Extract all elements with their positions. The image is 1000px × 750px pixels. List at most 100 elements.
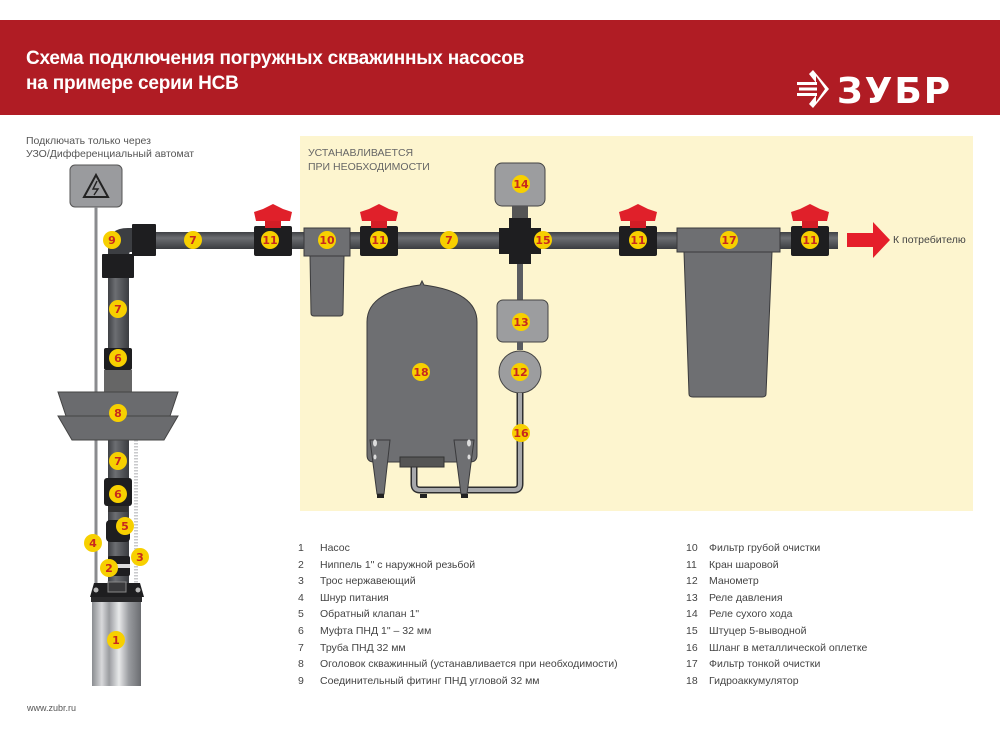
svg-text:6: 6 [114, 352, 122, 365]
legend-item: 4 Шнур питания [298, 590, 618, 607]
optional-equipment-label: УСТАНАВЛИВАЕТСЯ ПРИ НЕОБХОДИМОСТИ [308, 146, 430, 174]
badge-7-vertical-upper: 7 [109, 300, 127, 318]
elbow-coupling-vertical [102, 254, 134, 278]
page-title: Схема подключения погружных скважинных н… [26, 46, 524, 96]
legend-number: 18 [686, 674, 698, 687]
badge-12: 12 [511, 363, 529, 381]
legend-label: Фильтр тонкой очистки [709, 658, 821, 671]
legend-number: 5 [298, 608, 304, 621]
svg-text:10: 10 [319, 234, 335, 247]
legend-item: 7 Труба ПНД 32 мм [298, 640, 618, 657]
legend-number: 10 [686, 542, 698, 554]
hydro-accumulator [366, 279, 478, 498]
svg-text:1: 1 [112, 634, 120, 647]
svg-text:7: 7 [445, 234, 453, 247]
badge-7-vertical-lower: 7 [109, 452, 127, 470]
fine-filter [676, 227, 781, 398]
badge-6-upper: 6 [109, 349, 127, 367]
badge-6-lower: 6 [109, 485, 127, 503]
legend-label: Обратный клапан 1" [320, 608, 420, 621]
elbow-coupling-horizontal [132, 224, 156, 256]
legend-item: 13 Реле давления [686, 590, 867, 607]
legend-number: 3 [298, 575, 304, 588]
svg-text:15: 15 [535, 234, 550, 247]
legend-number: 4 [298, 591, 304, 604]
badge-11-3: 11 [629, 231, 647, 249]
warning-line-1: Подключать только через [26, 135, 151, 147]
badge-7-horizontal-2: 7 [440, 231, 458, 249]
svg-text:2: 2 [105, 562, 113, 575]
svg-text:3: 3 [136, 551, 144, 564]
coupling-lower-thread [108, 506, 128, 512]
legend-item: 17 Фильтр тонкой очистки [686, 656, 867, 673]
legend-number: 11 [686, 558, 697, 571]
legend-number: 12 [686, 575, 698, 588]
badge-13: 13 [512, 313, 530, 331]
website-link[interactable]: www.zubr.ru [27, 703, 77, 713]
badge-11-4: 11 [801, 231, 819, 249]
warning-line-2: УЗО/Дифференциальный автомат [26, 148, 195, 160]
svg-text:7: 7 [114, 455, 122, 468]
legend-label: Труба ПНД 32 мм [320, 641, 406, 654]
high-voltage-warning-icon [82, 172, 110, 198]
legend-label: Шланг в металлической оплетке [709, 641, 868, 654]
badge-8: 8 [109, 404, 127, 422]
svg-text:8: 8 [114, 407, 122, 420]
badge-10: 10 [318, 231, 336, 249]
legend-number: 15 [686, 624, 698, 637]
svg-text:11: 11 [371, 234, 386, 247]
badge-11-1: 11 [261, 231, 279, 249]
svg-text:12: 12 [512, 366, 527, 379]
svg-text:11: 11 [630, 234, 645, 247]
optional-line-2: ПРИ НЕОБХОДИМОСТИ [308, 161, 430, 173]
legend-number: 14 [686, 608, 698, 621]
five-way-fitting [499, 218, 541, 264]
svg-text:14: 14 [513, 178, 529, 191]
legend-label: Соединительный фитинг ПНД угловой 32 мм [320, 674, 540, 687]
legend-label: Шнур питания [320, 591, 389, 604]
svg-text:4: 4 [89, 537, 97, 550]
svg-text:7: 7 [114, 303, 122, 316]
badge-9: 9 [103, 231, 121, 249]
badge-4: 4 [84, 534, 102, 552]
legend-label: Гидроаккумулятор [709, 674, 799, 687]
legend-label: Реле давления [709, 591, 783, 604]
legend-number: 7 [298, 641, 304, 654]
legend-number: 8 [298, 658, 304, 671]
legend-label: Реле сухого хода [709, 608, 793, 621]
legend-item: 14 Реле сухого хода [686, 606, 867, 623]
svg-text:5: 5 [121, 520, 129, 533]
coarse-filter [303, 227, 351, 317]
svg-text:11: 11 [262, 234, 277, 247]
badge-1: 1 [107, 631, 125, 649]
legend-label: Насос [320, 542, 350, 554]
title-line-2: на примере серии НСВ [26, 73, 239, 94]
badge-2: 2 [100, 559, 118, 577]
badge-11-2: 11 [370, 231, 388, 249]
svg-text:18: 18 [413, 366, 428, 379]
badge-16: 16 [512, 424, 530, 442]
zubr-logo: ЗУБР [797, 70, 950, 110]
legend-label: Кран шаровой [709, 558, 779, 571]
svg-text:16: 16 [513, 427, 529, 440]
legend-item: 9 Соединительный фитинг ПНД угловой 32 мм [298, 673, 618, 690]
legend-number: 6 [298, 624, 304, 637]
svg-text:17: 17 [721, 234, 736, 247]
legend-number: 17 [686, 658, 698, 671]
logo-emblem-icon [797, 70, 829, 108]
badge-7-horizontal-1: 7 [184, 231, 202, 249]
legend-item: 11 Кран шаровой [686, 557, 867, 574]
title-line-1: Схема подключения погружных скважинных н… [26, 48, 525, 69]
legend-number: 9 [298, 674, 304, 687]
legend-item: 1 Насос [298, 540, 618, 557]
wellhead-sleeve [104, 370, 132, 392]
to-consumer-arrow-icon [847, 222, 890, 258]
legend-number: 1 [298, 542, 304, 554]
legend-item: 18 Гидроаккумулятор [686, 673, 867, 690]
legend-number: 13 [686, 591, 698, 604]
